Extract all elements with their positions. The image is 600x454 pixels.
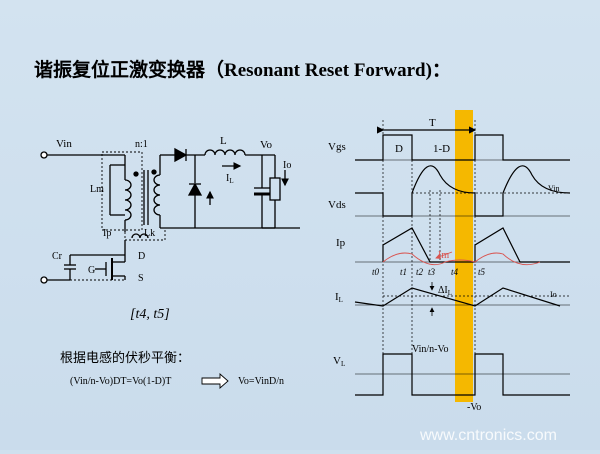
cr-label: Cr bbox=[52, 251, 63, 262]
interval-label: [t4, t5] bbox=[130, 307, 170, 322]
l-label: L bbox=[220, 135, 227, 147]
il-trace bbox=[354, 287, 561, 307]
lk-label: Lk bbox=[144, 228, 155, 239]
vl-wave-label: VL bbox=[333, 355, 345, 368]
t3-label: t3 bbox=[428, 267, 436, 277]
off-duty-label: 1-D bbox=[433, 143, 450, 155]
diode-1 bbox=[174, 147, 188, 163]
implies-arrow bbox=[201, 373, 229, 389]
d-label: D bbox=[138, 251, 145, 262]
t4-label: t4 bbox=[451, 267, 459, 277]
vo-label: Vo bbox=[260, 139, 273, 151]
lk-coil bbox=[131, 233, 149, 239]
vgs-trace bbox=[355, 134, 570, 161]
ip-label: Ip bbox=[103, 228, 111, 239]
g-label: G bbox=[88, 265, 95, 276]
il-wave-label: IL bbox=[335, 291, 343, 304]
duty-label: D bbox=[395, 143, 403, 155]
volt-second-note: 根据电感的伏秒平衡： bbox=[60, 350, 190, 365]
vds-vin-label: Vin bbox=[548, 184, 560, 193]
t2-label: t2 bbox=[416, 267, 424, 277]
lm-coil bbox=[124, 179, 132, 221]
slide-title: 谐振复位正激变换器（Resonant Reset Forward)： bbox=[34, 58, 451, 81]
vl-high-label: Vin/n-Vo bbox=[412, 344, 448, 355]
il-circuit-label: IL bbox=[226, 173, 234, 185]
diode-2 bbox=[187, 182, 203, 196]
io-wave-label: Io bbox=[550, 290, 557, 299]
turns-ratio: n:1 bbox=[135, 139, 148, 150]
vl-low-label: -Vo bbox=[467, 402, 481, 413]
t4-t5-highlight bbox=[455, 110, 473, 402]
secondary-coil bbox=[153, 174, 161, 216]
load-resistor bbox=[269, 177, 281, 201]
im-label: Im bbox=[438, 250, 449, 261]
t5-label: t5 bbox=[478, 267, 486, 277]
formula-left: (Vin/n-Vo)DT=Vo(1-D)T bbox=[70, 376, 171, 387]
lm-label: Lm bbox=[90, 184, 104, 195]
primary-box bbox=[101, 151, 143, 231]
delta-il-label: ΔIL bbox=[438, 285, 452, 297]
ip-wave-label: Ip bbox=[336, 237, 346, 249]
inductor-l bbox=[204, 149, 246, 156]
vgs-label: Vgs bbox=[328, 141, 346, 153]
t1-label: t1 bbox=[400, 267, 407, 277]
period-label: T bbox=[429, 117, 436, 129]
s-label: S bbox=[138, 273, 144, 284]
formula-right: Vo=VinD/n bbox=[238, 376, 284, 387]
vin-terminal bbox=[40, 151, 48, 159]
t0-label: t0 bbox=[372, 267, 380, 277]
ip-trace bbox=[382, 227, 570, 263]
vin-label: Vin bbox=[56, 138, 72, 150]
circuit-schematic bbox=[40, 147, 300, 284]
waveform-panel bbox=[354, 120, 571, 396]
vds-trace bbox=[355, 165, 571, 217]
io-label: Io bbox=[283, 160, 291, 171]
im-trace bbox=[382, 252, 541, 266]
watermark: www.cntronics.com bbox=[419, 427, 557, 444]
vds-label: Vds bbox=[328, 199, 346, 211]
vl-trace bbox=[355, 353, 570, 396]
